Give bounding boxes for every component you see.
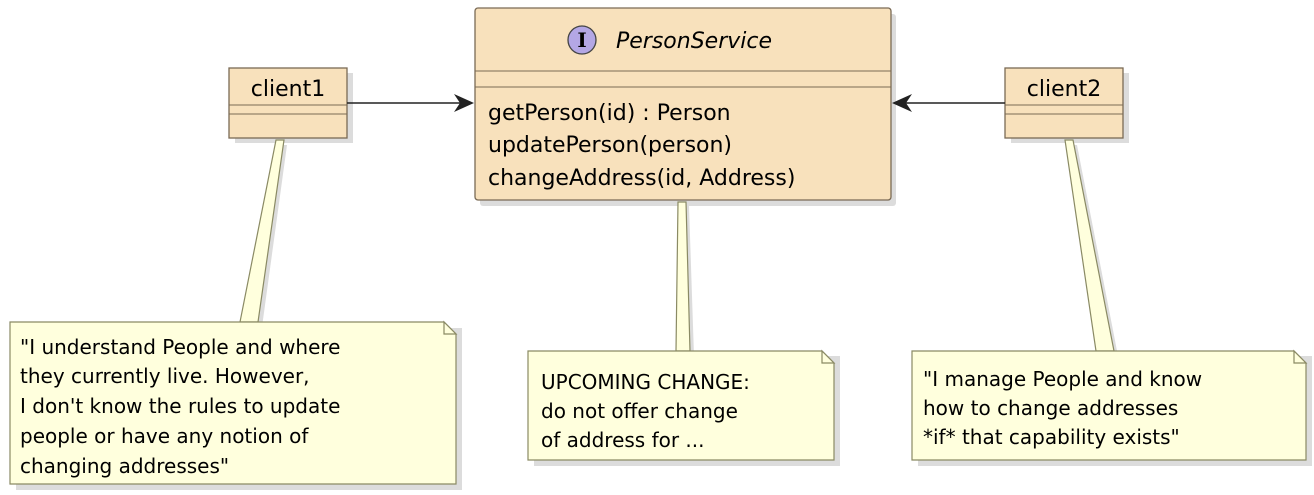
person-service-interface[interactable]: I PersonService getPerson(id) : Person u…: [474, 7, 892, 201]
note3-line2: how to change addresses: [923, 396, 1178, 420]
interface-icon: I: [567, 25, 597, 55]
note1-line4: people or have any notion of: [20, 424, 309, 448]
note-client2: "I manage People and know how to change …: [911, 349, 1308, 461]
note1-line5: changing addresses": [20, 454, 229, 478]
interface-name: PersonService: [616, 29, 772, 54]
client1-name: client1: [251, 77, 325, 102]
note2-line2: do not offer change: [541, 399, 738, 423]
interface-icon-letter: I: [577, 28, 586, 52]
client2-class[interactable]: client2: [1004, 67, 1124, 139]
note3-connector: [1064, 139, 1115, 352]
note-interface: UPCOMING CHANGE: do not offer change of …: [527, 349, 836, 461]
note1-connector: [239, 139, 285, 323]
method-get-person: getPerson(id) : Person: [488, 101, 731, 126]
client2-name: client2: [1027, 77, 1101, 102]
note3-line3: *if* that capability exists": [923, 425, 1180, 449]
method-change-address: changeAddress(id, Address): [488, 166, 795, 191]
note-client1: "I understand People and where they curr…: [9, 320, 458, 485]
client1-class[interactable]: client1: [228, 67, 348, 139]
method-update-person: updatePerson(person): [488, 133, 732, 158]
client2-dependency-arrow: [892, 94, 1005, 112]
note1-line1: "I understand People and where: [20, 335, 341, 359]
note1-line3: I don't know the rules to update: [20, 394, 340, 418]
note1-line2: they currently live. However,: [20, 364, 310, 388]
note2-line3: of address for ...: [541, 428, 705, 452]
note3-line1: "I manage People and know: [923, 367, 1202, 391]
note-connectors: [239, 139, 1115, 352]
client1-dependency-arrow: [347, 94, 474, 112]
note2-line1: UPCOMING CHANGE:: [541, 370, 750, 394]
